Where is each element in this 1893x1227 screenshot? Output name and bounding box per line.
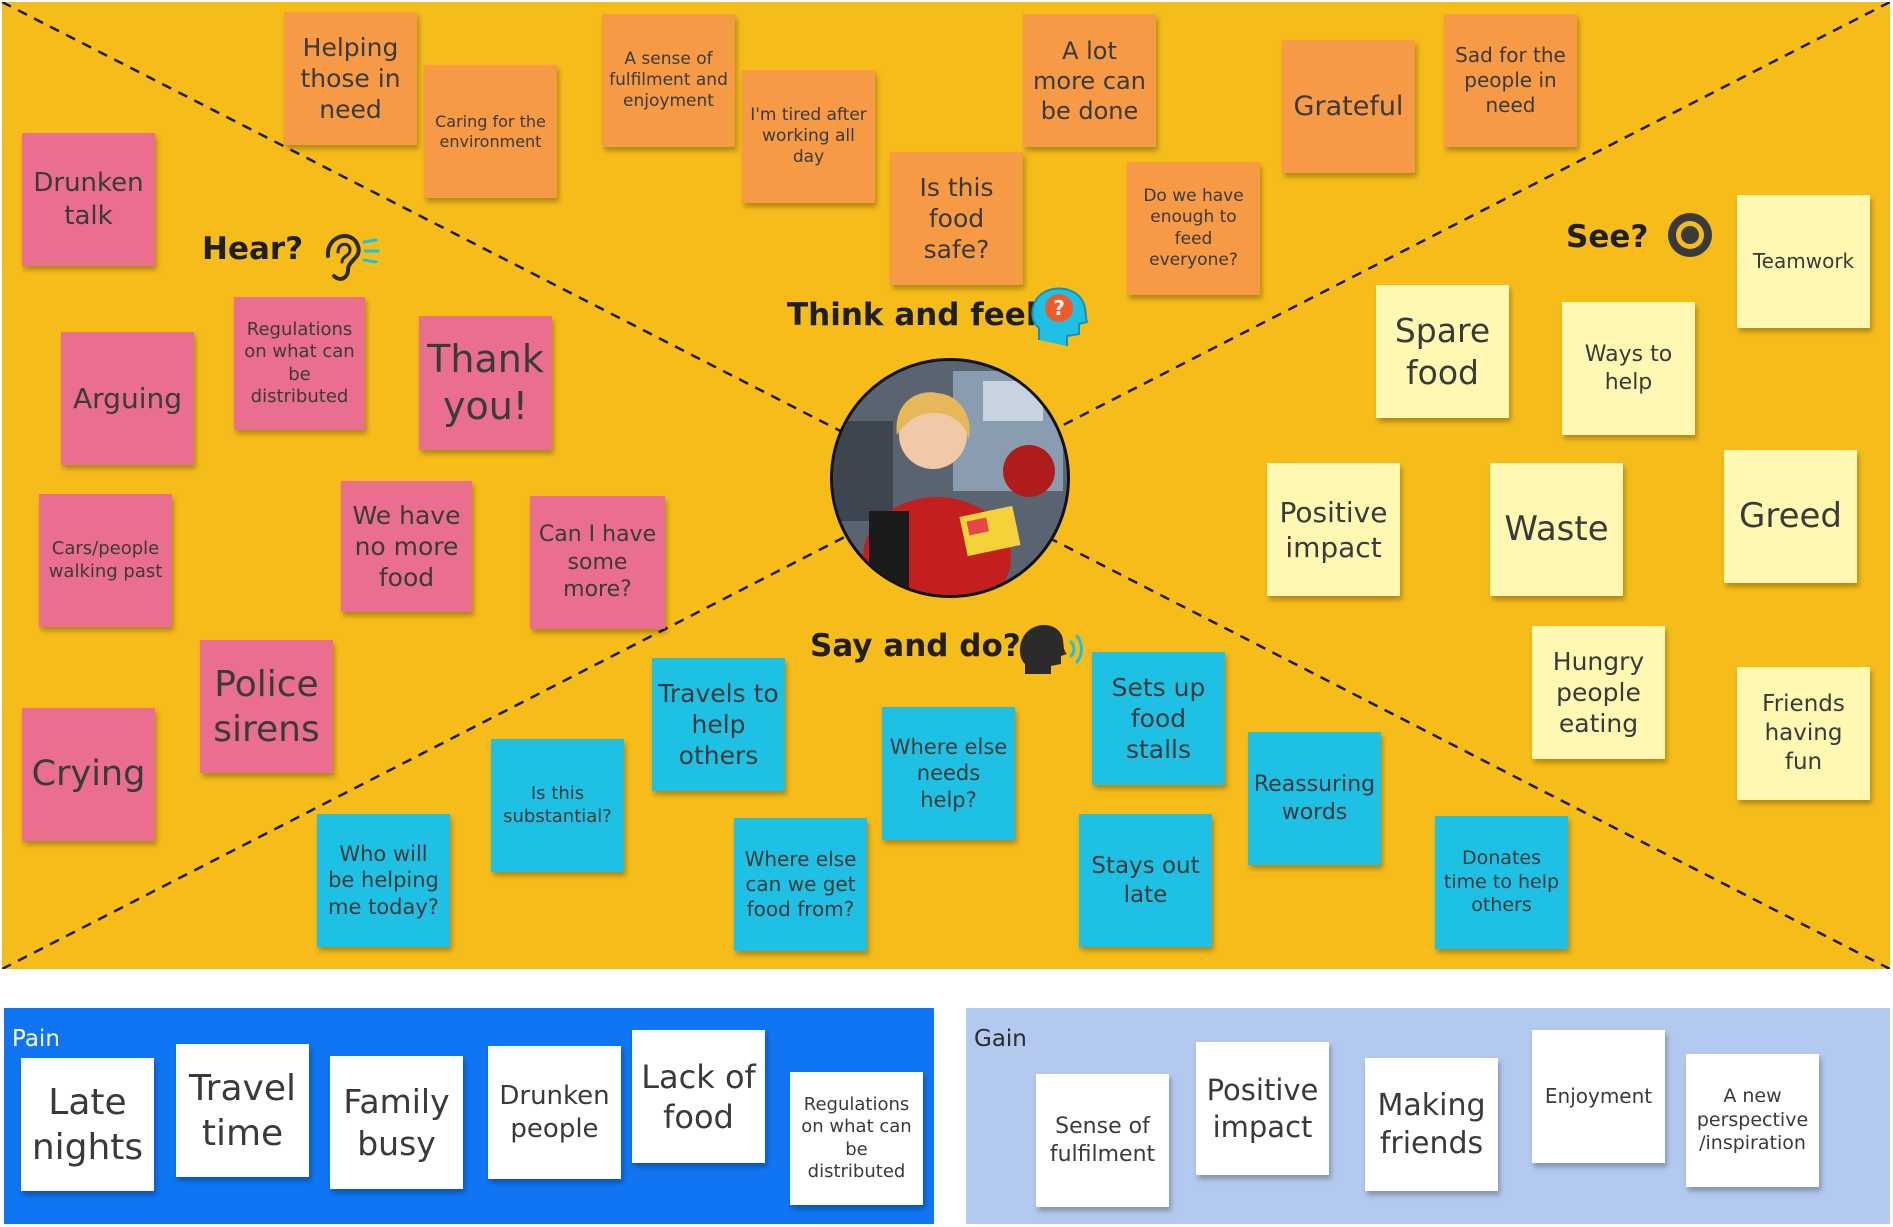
sticky-note-think[interactable]: Caring for the environment: [424, 65, 557, 198]
sticky-note-say[interactable]: Stays out late: [1079, 814, 1212, 947]
sticky-note-say[interactable]: Travels to help others: [652, 658, 785, 791]
sticky-note-think[interactable]: Helping those in need: [284, 12, 417, 145]
speaking-head-icon: [1019, 625, 1083, 674]
eye-icon: [1668, 213, 1712, 257]
sticky-note-gain[interactable]: Sense of fulfilment: [1036, 1074, 1169, 1207]
pain-panel: Pain Late nights Travel time Family busy…: [4, 1008, 934, 1224]
sticky-note-hear[interactable]: Drunken talk: [22, 133, 155, 266]
sticky-note-say[interactable]: Reassuring words: [1248, 732, 1381, 865]
person-photo: [830, 358, 1070, 598]
sticky-note-see[interactable]: Hungry people eating: [1532, 626, 1665, 759]
empathy-map-board: Drunken talk Arguing Regulations on what…: [2, 2, 1890, 969]
gain-title: Gain: [974, 1026, 1027, 1052]
sticky-note-hear[interactable]: Regulations on what can be distributed: [234, 297, 365, 430]
sticky-note-think[interactable]: I'm tired after working all day: [742, 70, 875, 203]
sticky-note-gain[interactable]: Positive impact: [1196, 1042, 1329, 1175]
sticky-note-think[interactable]: Grateful: [1282, 40, 1415, 173]
sticky-note-pain[interactable]: Regulations on what can be distributed: [790, 1072, 923, 1205]
sticky-note-pain[interactable]: Late nights: [21, 1058, 154, 1191]
sticky-note-say[interactable]: Is this substantial?: [491, 739, 624, 872]
sticky-note-say[interactable]: Who will be helping me today?: [317, 814, 450, 947]
sticky-note-see[interactable]: Greed: [1724, 450, 1857, 583]
sticky-note-pain[interactable]: Family busy: [330, 1056, 463, 1189]
sticky-note-say[interactable]: Sets up food stalls: [1092, 652, 1225, 785]
sticky-note-say[interactable]: Donates time to help others: [1435, 816, 1568, 949]
sticky-note-hear[interactable]: Cars/people walking past: [39, 494, 172, 627]
sticky-note-think[interactable]: Is this food safe?: [890, 152, 1023, 285]
hear-label: Hear?: [202, 231, 304, 267]
sticky-note-see[interactable]: Ways to help: [1562, 302, 1695, 435]
sticky-note-hear[interactable]: Can I have some more?: [530, 496, 665, 629]
sticky-note-say[interactable]: Where else needs help?: [882, 707, 1015, 840]
sticky-note-see[interactable]: Waste: [1490, 463, 1623, 596]
see-label: See?: [1566, 219, 1649, 255]
svg-text:?: ?: [1053, 296, 1065, 320]
sticky-note-see[interactable]: Teamwork: [1737, 195, 1870, 328]
sticky-note-think[interactable]: Do we have enough to feed everyone?: [1127, 162, 1260, 295]
quadrant-divider-lines: [2, 2, 1890, 969]
person-illustration: [833, 361, 1067, 595]
say-do-label: Say and do?: [810, 628, 1021, 664]
ear-icon: [325, 234, 380, 281]
head-question-icon: ?: [1031, 287, 1089, 346]
sticky-note-think[interactable]: Sad for the people in need: [1444, 14, 1577, 147]
pain-title: Pain: [12, 1026, 60, 1052]
sticky-note-say[interactable]: Where else can we get food from?: [734, 818, 867, 951]
sticky-note-gain[interactable]: Making friends: [1365, 1058, 1498, 1191]
sticky-note-see[interactable]: Spare food: [1376, 285, 1509, 418]
sticky-note-hear[interactable]: We have no more food: [341, 481, 472, 612]
sticky-note-see[interactable]: Friends having fun: [1737, 667, 1870, 800]
sticky-note-hear[interactable]: Arguing: [61, 332, 194, 465]
sticky-note-think[interactable]: A lot more can be done: [1023, 14, 1156, 147]
gain-panel: Gain Sense of fulfilment Positive impact…: [966, 1008, 1890, 1224]
sticky-note-hear[interactable]: Crying: [22, 708, 155, 841]
sticky-note-hear[interactable]: Thank you!: [419, 316, 552, 450]
sticky-note-see[interactable]: Positive impact: [1267, 463, 1400, 596]
sticky-note-pain[interactable]: Lack of food: [632, 1030, 765, 1163]
sticky-note-think[interactable]: A sense of fulfilment and enjoyment: [602, 14, 735, 147]
think-feel-label: Think and feel?: [787, 297, 1055, 333]
sticky-note-pain[interactable]: Travel time: [176, 1044, 309, 1177]
sticky-note-hear[interactable]: Police sirens: [200, 640, 333, 773]
sticky-note-gain[interactable]: Enjoyment: [1532, 1030, 1665, 1163]
sticky-note-pain[interactable]: Drunken people: [488, 1046, 621, 1179]
sticky-note-gain[interactable]: A new perspective /inspiration: [1686, 1054, 1819, 1187]
